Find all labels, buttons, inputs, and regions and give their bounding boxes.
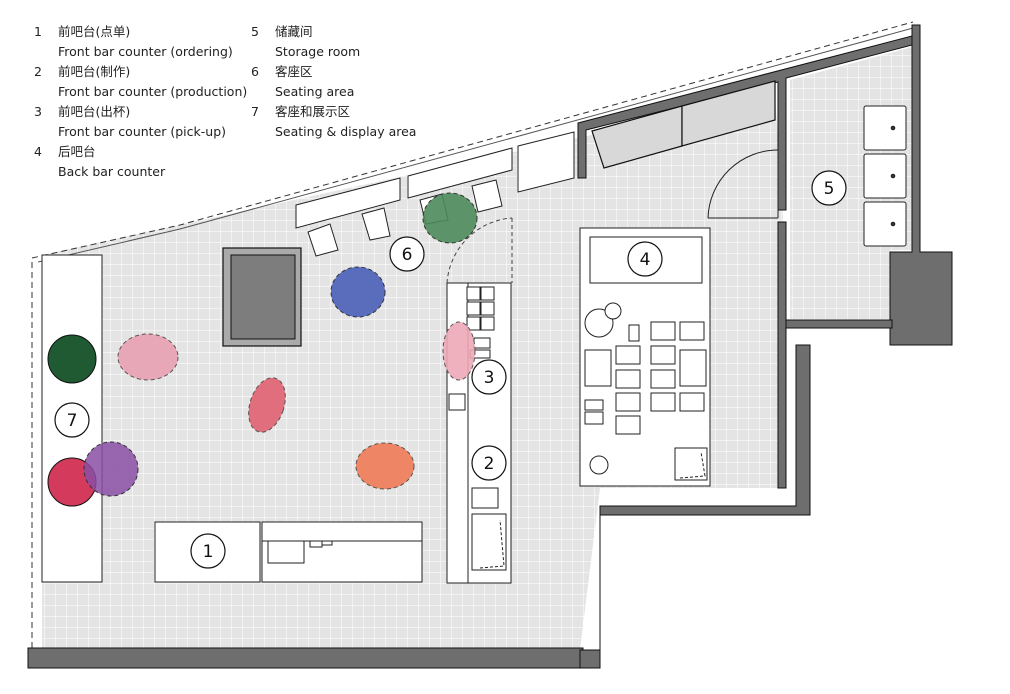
- marker-4: 4: [627, 241, 663, 277]
- seat-pink: [117, 333, 179, 381]
- area-markers: 1 2 3 4 5 6 7: [54, 170, 847, 569]
- legend-label-zh: 前吧台(制作): [58, 64, 131, 79]
- legend-label-en: Seating & display area: [275, 124, 417, 139]
- legend-label-zh: 后吧台: [58, 144, 96, 159]
- legend-label-en: Front bar counter (pick-up): [58, 124, 227, 139]
- marker-2-label: 2: [484, 454, 495, 474]
- legend-label-zh: 客座和展示区: [275, 104, 351, 119]
- bar-gate-swing: [446, 217, 513, 284]
- marker-3-label: 3: [484, 368, 495, 388]
- legend-label-en: Front bar counter (production): [58, 84, 248, 99]
- marker-1-label: 1: [203, 542, 214, 562]
- legend-label-zh: 储藏间: [275, 24, 313, 39]
- facade-inner-line: [37, 27, 914, 263]
- legend: 1 前吧台(点单) Front bar counter (ordering) 2…: [0, 0, 440, 190]
- marker-4-label: 4: [640, 250, 651, 270]
- marker-5-label: 5: [824, 179, 835, 199]
- marker-7-label: 7: [67, 411, 78, 431]
- colored-seats: [47, 192, 478, 507]
- marker-5: 5: [811, 170, 847, 206]
- marker-1: 1: [190, 533, 226, 569]
- seat-rose: [248, 377, 286, 433]
- central-table: [222, 247, 302, 347]
- seat-green: [422, 192, 478, 244]
- facade-dashed-line: [31, 21, 914, 259]
- seat-orange: [355, 442, 415, 490]
- front-bar-ordering: [154, 521, 423, 583]
- back-bar-counter: [579, 227, 711, 487]
- walls: [27, 24, 953, 669]
- legend-number: 4: [34, 144, 42, 159]
- marker-6: 6: [389, 236, 425, 272]
- legend-label-en: Seating area: [275, 84, 355, 99]
- legend-label-zh: 前吧台(出杯): [58, 104, 131, 119]
- seat-light-pink: [442, 321, 476, 381]
- storage-shelves: [863, 105, 907, 247]
- display-cabinet: [591, 80, 776, 169]
- legend-label-en: Back bar counter: [58, 164, 166, 179]
- legend-label-en: Front bar counter (ordering): [58, 44, 233, 59]
- legend-number: 5: [251, 24, 259, 39]
- legend-number: 2: [34, 64, 42, 79]
- legend-number: 1: [34, 24, 42, 39]
- marker-6-label: 6: [402, 245, 413, 265]
- legend-number: 6: [251, 64, 259, 79]
- legend-number: 3: [34, 104, 42, 119]
- legend-label-zh: 客座区: [275, 64, 313, 79]
- marker-3: 3: [471, 359, 507, 395]
- legend-label-en: Storage room: [275, 44, 361, 59]
- front-bar-production: [446, 282, 512, 584]
- seat-dark-green: [47, 334, 97, 384]
- window-bench: [295, 131, 575, 229]
- legend-number: 7: [251, 104, 259, 119]
- marker-7: 7: [54, 402, 90, 438]
- legend-label-zh: 前吧台(点单): [58, 24, 131, 39]
- marker-2: 2: [471, 445, 507, 481]
- seat-blue: [330, 266, 386, 318]
- seat-purple: [83, 441, 139, 497]
- storage-door: [707, 149, 779, 219]
